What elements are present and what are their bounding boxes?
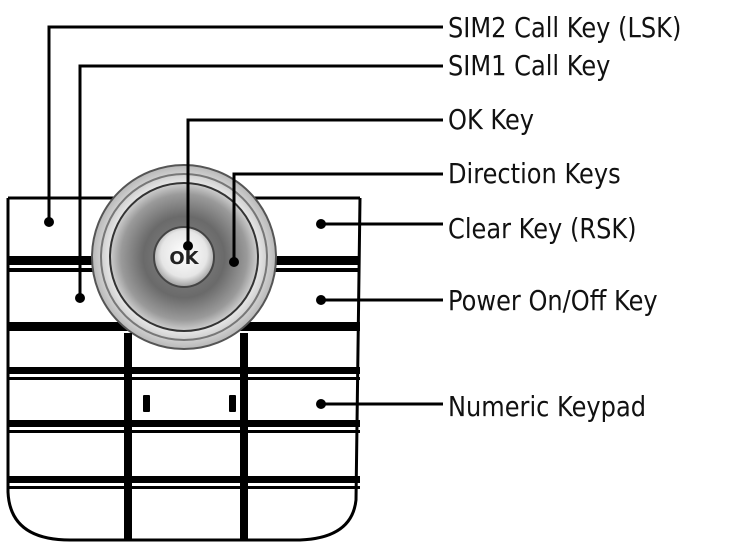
leader-ok bbox=[186, 118, 443, 246]
soft-keys-top bbox=[8, 196, 360, 272]
label-power-key: Power On/Off Key bbox=[448, 284, 658, 317]
dpad-ring-inner-edge bbox=[100, 173, 268, 341]
soft-keys-bottom-edge bbox=[8, 322, 360, 331]
label-direction-keys: Direction Keys bbox=[448, 157, 621, 190]
label-numeric-keypad: Numeric Keypad bbox=[448, 390, 647, 423]
ok-key-text: OK bbox=[169, 248, 199, 269]
keypad-outline bbox=[6, 197, 362, 542]
callout-leaders bbox=[47, 25, 443, 406]
leader-sim1 bbox=[78, 64, 443, 298]
leader-direction bbox=[232, 172, 443, 262]
label-ok-key: OK Key bbox=[448, 103, 535, 136]
numeric-keypad-grid bbox=[8, 333, 360, 540]
label-clear-key: Clear Key (RSK) bbox=[448, 212, 637, 245]
label-sim1-call-key: SIM1 Call Key bbox=[448, 49, 611, 82]
label-sim2-call-key: SIM2 Call Key (LSK) bbox=[448, 11, 682, 44]
callout-dots bbox=[44, 217, 326, 409]
leader-sim2 bbox=[47, 25, 443, 222]
ok-key[interactable] bbox=[153, 226, 215, 288]
